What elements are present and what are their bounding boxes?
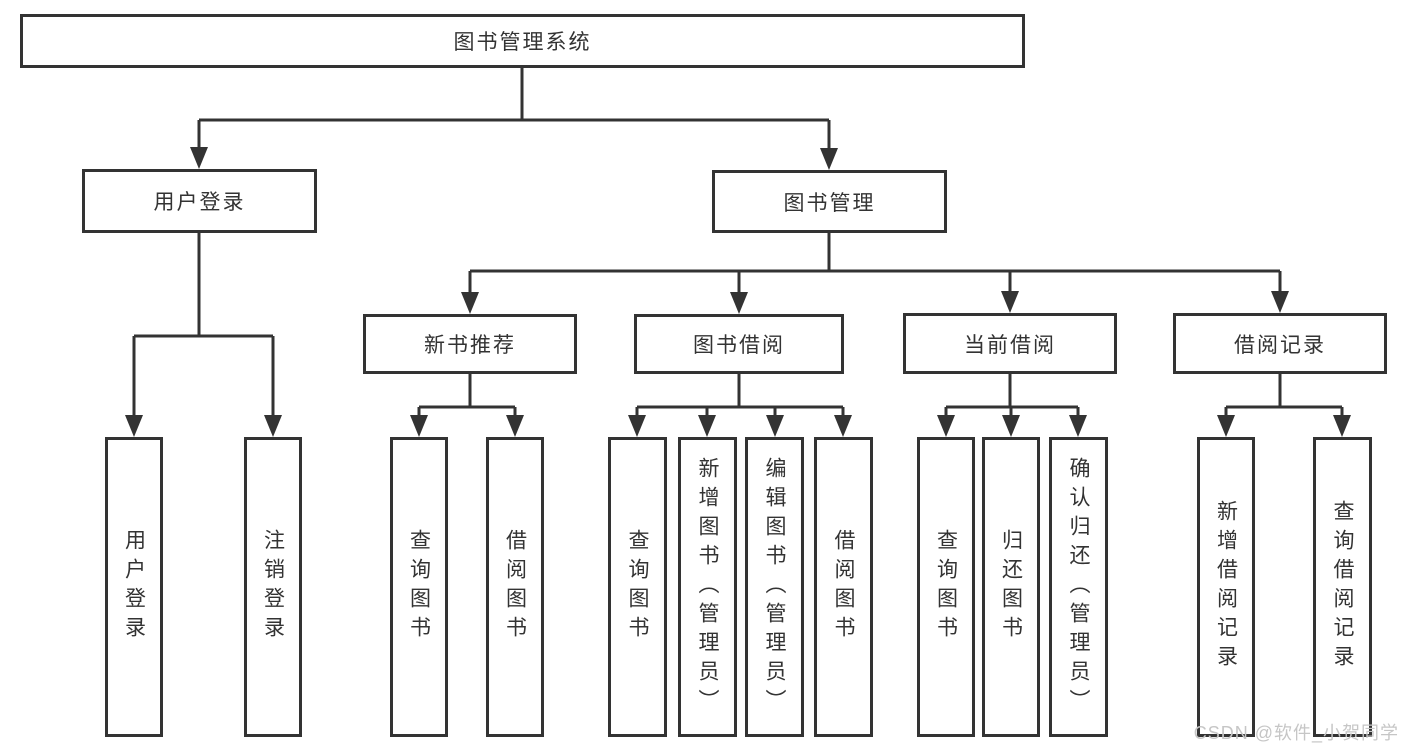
leaf-borrow-books-recommend-label: 借阅图书 — [503, 529, 527, 645]
leaf-query-books-borrowing: 查询图书 — [608, 437, 667, 737]
leaf-return-books: 归还图书 — [982, 437, 1040, 737]
node-library-management-system: 图书管理系统 — [20, 14, 1025, 68]
arrowhead-icons — [125, 147, 1351, 437]
leaf-user-login-label: 用户登录 — [122, 529, 146, 645]
leaf-add-books-admin: 新增图书（管理员） — [678, 437, 737, 737]
leaf-return-books-label: 归还图书 — [999, 529, 1023, 645]
leaf-add-borrow-record-label: 新增借阅记录 — [1214, 500, 1238, 674]
csdn-watermark: CSDN @软件_小贺同学 — [1193, 723, 1399, 743]
node-new-book-recommend: 新书推荐 — [363, 314, 577, 374]
leaf-query-books-recommend: 查询图书 — [390, 437, 448, 737]
node-current-borrowing: 当前借阅 — [903, 313, 1117, 374]
leaf-borrow-books-borrowing: 借阅图书 — [814, 437, 873, 737]
leaf-query-books-current-label: 查询图书 — [934, 529, 958, 645]
leaf-query-books-recommend-label: 查询图书 — [407, 529, 431, 645]
leaf-query-borrow-record: 查询借阅记录 — [1313, 437, 1372, 737]
node-user-login: 用户登录 — [82, 169, 317, 233]
leaf-confirm-return-admin: 确认归还（管理员） — [1049, 437, 1108, 737]
leaf-query-books-borrowing-label: 查询图书 — [626, 529, 649, 645]
leaf-logout: 注销登录 — [244, 437, 302, 737]
leaf-query-borrow-record-label: 查询借阅记录 — [1331, 500, 1354, 674]
node-book-borrowing: 图书借阅 — [634, 314, 844, 374]
node-book-management: 图书管理 — [712, 170, 947, 233]
leaf-user-login: 用户登录 — [105, 437, 163, 737]
node-borrowing-records: 借阅记录 — [1173, 313, 1387, 374]
leaf-add-borrow-record: 新增借阅记录 — [1197, 437, 1255, 737]
leaf-logout-label: 注销登录 — [261, 529, 285, 645]
leaf-borrow-books-recommend: 借阅图书 — [486, 437, 544, 737]
leaf-edit-books-admin-label: 编辑图书（管理员） — [763, 456, 786, 718]
leaf-borrow-books-borrowing-label: 借阅图书 — [832, 529, 855, 645]
leaf-query-books-current: 查询图书 — [917, 437, 975, 737]
leaf-confirm-return-admin-label: 确认归还（管理员） — [1067, 456, 1090, 718]
leaf-edit-books-admin: 编辑图书（管理员） — [745, 437, 804, 737]
leaf-add-books-admin-label: 新增图书（管理员） — [696, 456, 719, 718]
